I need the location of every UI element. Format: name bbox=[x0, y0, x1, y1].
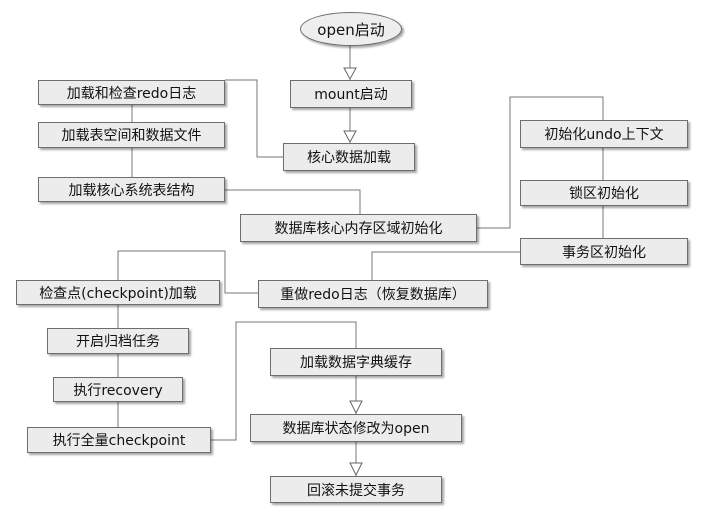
node-core-data-load: 核心数据加载 bbox=[283, 143, 415, 171]
node-load-dict-cache: 加载数据字典缓存 bbox=[270, 348, 442, 376]
node-load-core-system-table: 加载核心系统表结构 bbox=[38, 177, 225, 202]
arrow-down-icon bbox=[343, 130, 357, 144]
node-mount-start: mount启动 bbox=[290, 80, 412, 108]
node-start-archive-task: 开启归档任务 bbox=[47, 328, 189, 354]
connector-systable-to-meminit bbox=[225, 189, 361, 214]
arrow-down-icon bbox=[349, 462, 363, 477]
node-checkpoint-load: 检查点(checkpoint)加载 bbox=[16, 280, 220, 305]
node-run-full-checkpoint: 执行全量checkpoint bbox=[27, 427, 211, 453]
connector-redo-recover-to-checkpoint bbox=[117, 250, 258, 294]
node-init-undo-context: 初始化undo上下文 bbox=[520, 120, 688, 148]
connector-txn-to-redo-recover bbox=[371, 251, 520, 280]
node-load-tablespace-datafile: 加载表空间和数据文件 bbox=[38, 122, 225, 148]
node-load-check-redo: 加载和检查redo日志 bbox=[38, 80, 225, 105]
node-redo-log-recover: 重做redo日志（恢复数据库） bbox=[258, 280, 488, 308]
arrow-down-icon bbox=[349, 400, 363, 415]
connector-meminit-to-undo bbox=[477, 96, 604, 229]
node-run-recovery: 执行recovery bbox=[53, 377, 183, 402]
connector-fullcp-to-dictcache bbox=[211, 321, 357, 441]
node-open-start: open启动 bbox=[300, 12, 402, 46]
arrow-down-icon bbox=[343, 67, 357, 81]
node-lock-area-init: 锁区初始化 bbox=[520, 180, 688, 206]
connector-core-to-load-redo bbox=[225, 79, 283, 158]
node-transaction-area-init: 事务区初始化 bbox=[520, 238, 688, 265]
node-rollback-uncommitted: 回滚未提交事务 bbox=[270, 476, 442, 503]
node-db-core-memory-init: 数据库核心内存区域初始化 bbox=[240, 214, 477, 242]
node-db-state-open: 数据库状态修改为open bbox=[250, 414, 462, 442]
